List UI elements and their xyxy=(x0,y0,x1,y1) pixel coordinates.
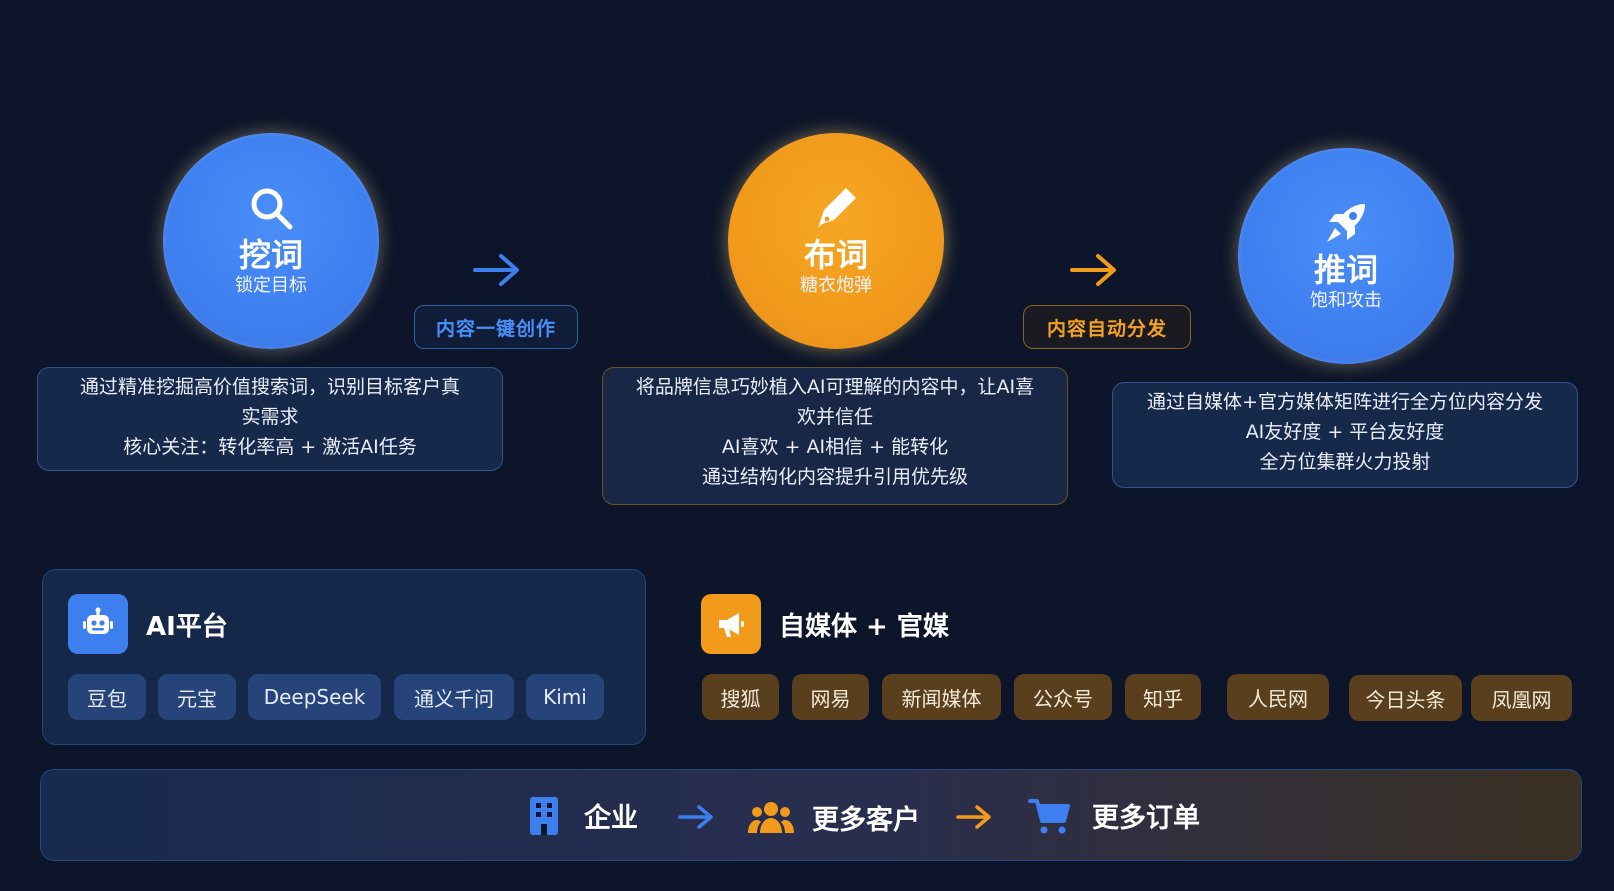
description-line: 通过自媒体+官方媒体矩阵进行全方位内容分发 xyxy=(1147,391,1543,413)
stage-title: 推词 xyxy=(1313,251,1378,289)
stage-description: 通过自媒体+官方媒体矩阵进行全方位内容分发 AI友好度 + 平台友好度 全方位集… xyxy=(1112,382,1578,488)
pen-icon xyxy=(812,184,860,232)
robot-icon xyxy=(68,594,128,654)
panel-title: AI平台 xyxy=(146,611,228,642)
stage-subtitle: 饱和攻击 xyxy=(1310,290,1382,311)
outcome-label: 企业 xyxy=(584,803,638,834)
media-chip: 人民网 xyxy=(1227,674,1329,720)
outcome-label: 更多客户 xyxy=(812,805,920,836)
outcome-orders: 更多订单 xyxy=(1028,796,1200,835)
stage-subtitle: 糖衣炮弹 xyxy=(800,275,872,296)
stage-title: 挖词 xyxy=(238,236,303,274)
stage-title: 布词 xyxy=(803,236,868,274)
ai-platform-header: AI平台 xyxy=(68,594,228,654)
megaphone-icon xyxy=(701,594,761,654)
transition-label-create: 内容一键创作 xyxy=(414,305,578,349)
ai-platform-chip: 元宝 xyxy=(158,674,236,720)
building-icon xyxy=(530,796,558,835)
stage-circle-tuici: 推词 饱和攻击 xyxy=(1238,148,1454,364)
stage-description: 通过精准挖掘高价值搜索词，识别目标客户真 实需求 核心关注：转化率高 + 激活A… xyxy=(37,367,503,471)
arrow-right-icon xyxy=(1070,254,1116,286)
users-icon xyxy=(748,801,794,833)
stage-description: 将品牌信息巧妙植入AI可理解的内容中，让AI喜 欢并信任 AI喜欢 + AI相信… xyxy=(602,367,1068,505)
ai-platform-chip: Kimi xyxy=(526,674,604,720)
outcome-label: 更多订单 xyxy=(1092,803,1200,834)
arrow-right-icon xyxy=(473,254,519,286)
cart-icon xyxy=(1028,798,1070,833)
rocket-icon xyxy=(1322,199,1370,247)
ai-platform-chip: DeepSeek xyxy=(248,674,381,720)
media-header: 自媒体 + 官媒 xyxy=(701,594,949,654)
description-line: 将品牌信息巧妙植入AI可理解的内容中，让AI喜 xyxy=(635,376,1035,398)
ai-platform-chip: 豆包 xyxy=(68,674,146,720)
search-icon xyxy=(247,184,295,232)
description-line: 实需求 xyxy=(241,406,299,428)
description-line: AI喜欢 + AI相信 + 能转化 xyxy=(721,436,949,458)
media-chip: 网易 xyxy=(792,674,869,720)
description-line: AI友好度 + 平台友好度 xyxy=(1245,421,1445,443)
stage-subtitle: 锁定目标 xyxy=(235,275,307,296)
media-chip: 新闻媒体 xyxy=(882,674,1001,720)
description-line: 全方位集群火力投射 xyxy=(1259,451,1431,473)
description-line: 核心关注：转化率高 + 激活AI任务 xyxy=(123,436,417,458)
transition-label-distribute: 内容自动分发 xyxy=(1023,305,1191,349)
description-line: 通过精准挖掘高价值搜索词，识别目标客户真 xyxy=(79,376,460,398)
media-chip: 知乎 xyxy=(1125,674,1201,720)
stage-circle-wajue: 挖词 锁定目标 xyxy=(163,133,379,349)
ai-platform-chip: 通义千问 xyxy=(394,674,514,720)
panel-title: 自媒体 + 官媒 xyxy=(779,611,949,642)
media-chip: 搜狐 xyxy=(702,674,779,720)
description-line: 通过结构化内容提升引用优先级 xyxy=(701,466,968,488)
outcome-bar xyxy=(40,769,1582,861)
stage-circle-buci: 布词 糖衣炮弹 xyxy=(728,133,944,349)
media-chip: 凤凰网 xyxy=(1471,675,1572,721)
outcome-enterprise: 企业 xyxy=(530,796,638,835)
media-chip: 公众号 xyxy=(1014,674,1112,720)
arrow-right-icon xyxy=(678,805,713,829)
arrow-right-icon xyxy=(956,805,991,829)
media-chip: 今日头条 xyxy=(1349,675,1462,721)
description-line: 欢并信任 xyxy=(796,406,873,428)
outcome-customers: 更多客户 xyxy=(748,798,920,837)
